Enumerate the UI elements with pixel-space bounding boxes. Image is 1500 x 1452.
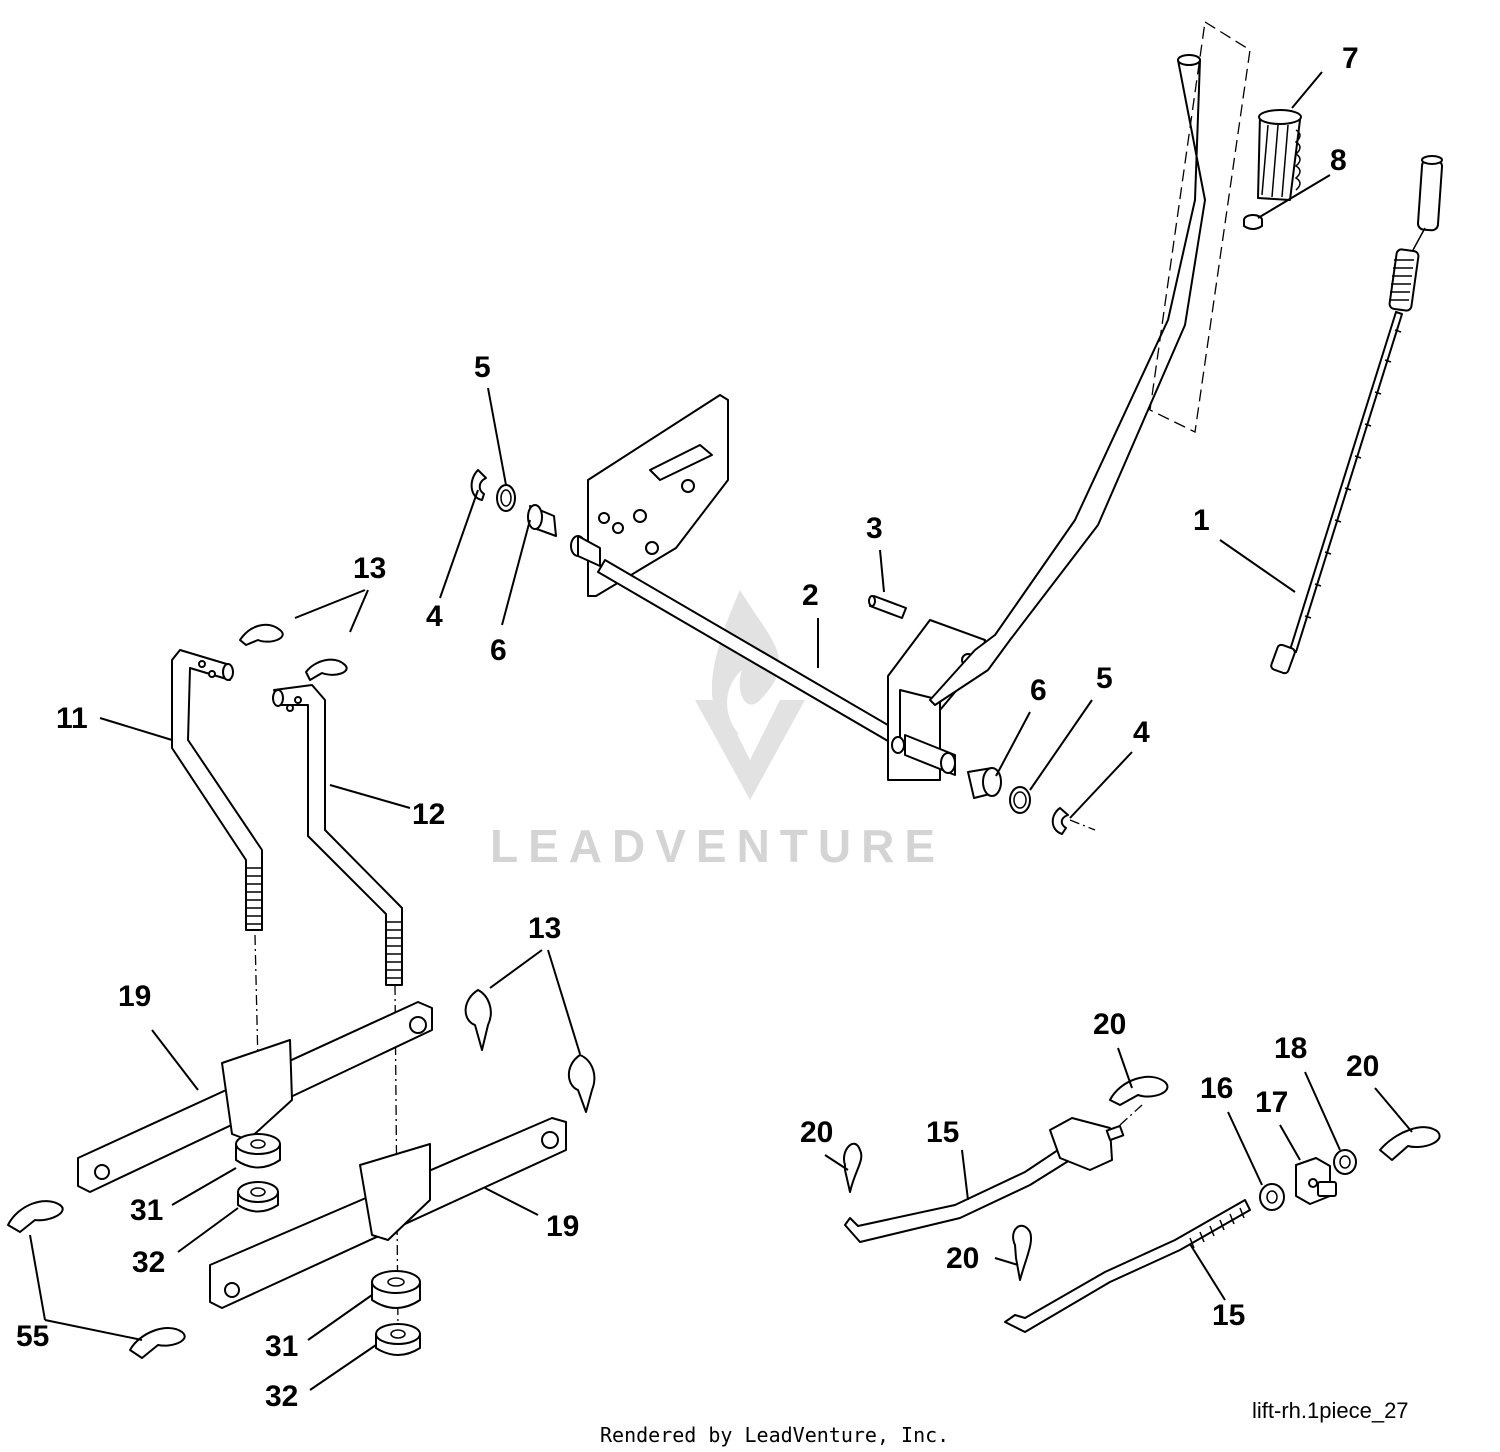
callout-13-lower: 13 — [528, 912, 561, 945]
callout-13-upper: 13 — [353, 552, 386, 585]
right-hardware-group — [967, 767, 1096, 835]
callout-4-right: 4 — [1133, 716, 1150, 749]
leader-lines — [29, 71, 1413, 1391]
part-1-lift-rod — [1270, 155, 1444, 675]
part-55-hair-pins — [7, 1200, 186, 1359]
part-7-handle-grip — [1257, 109, 1302, 201]
callout-7: 7 — [1342, 42, 1359, 75]
callout-31-lower: 31 — [265, 1330, 298, 1363]
callout-18: 18 — [1274, 1032, 1307, 1065]
part-8-grip-nut — [1243, 214, 1263, 230]
part-12-lift-link — [272, 684, 403, 986]
part-19-lift-arm-upper — [77, 1001, 433, 1193]
callout-1: 1 — [1193, 504, 1210, 537]
part-11-lift-link — [171, 649, 263, 931]
part-2-lift-shaft-assembly — [570, 394, 986, 781]
callout-15-upper: 15 — [926, 1116, 959, 1149]
mounting-plate — [587, 394, 729, 597]
part-32-nut-lower — [375, 1323, 421, 1356]
watermark-text: LEADVENTURE — [490, 820, 945, 872]
part-13-hair-pins-lower — [464, 989, 596, 1113]
callout-20-top: 20 — [1093, 1008, 1126, 1041]
callout-3: 3 — [866, 512, 883, 545]
shaft-tube — [597, 559, 906, 749]
callout-2: 2 — [802, 579, 819, 612]
callout-8: 8 — [1330, 144, 1347, 177]
watermark-flame-logo — [711, 590, 780, 735]
callout-31-upper: 31 — [130, 1194, 163, 1227]
part-15-rod-upper — [844, 1104, 1143, 1243]
part-16-washer — [1259, 1183, 1285, 1211]
lift-handle-lever — [929, 54, 1206, 706]
part-13-hair-pins-upper — [239, 623, 348, 681]
callout-19-lower: 19 — [546, 1210, 579, 1243]
callout-12: 12 — [412, 798, 445, 831]
part-18-nut — [1333, 1149, 1357, 1175]
callout-16: 16 — [1200, 1072, 1233, 1105]
part-31-bushing-lower — [371, 1270, 421, 1309]
callout-6-right: 6 — [1030, 674, 1047, 707]
callout-32-lower: 32 — [265, 1380, 298, 1413]
part-5-washer-right — [1009, 786, 1031, 814]
callout-32-upper: 32 — [132, 1246, 165, 1279]
part-31-bushing-upper — [235, 1133, 281, 1169]
part-5-washer-left — [496, 484, 516, 512]
callout-11: 11 — [56, 702, 88, 735]
part-19-lift-arm-lower — [209, 1117, 567, 1309]
callout-55: 55 — [16, 1320, 49, 1353]
grip-dashed-outline — [1149, 20, 1251, 433]
callout-19-upper: 19 — [118, 980, 151, 1013]
callout-5-left: 5 — [474, 351, 491, 384]
assembly-line-11 — [254, 934, 261, 1151]
leadventure-watermark: LEADVENTURE — [490, 590, 945, 872]
part-20-hair-pins — [843, 1075, 1441, 1281]
callout-labels: 1 2 3 4 4 5 5 6 6 7 8 11 12 13 13 15 15 … — [16, 42, 1379, 1413]
part-4-e-clip-right — [1051, 807, 1069, 835]
callout-15-lower: 15 — [1212, 1299, 1245, 1332]
part-15-rod-lower — [1004, 1199, 1251, 1333]
callout-20-right: 20 — [1346, 1050, 1379, 1083]
callout-20-middle: 20 — [946, 1242, 979, 1275]
credit-line: Rendered by LeadVenture, Inc. — [600, 1423, 949, 1447]
callout-20-left: 20 — [800, 1116, 833, 1149]
drawing-id: lift-rh.1piece_27 — [1252, 1398, 1409, 1423]
callout-5-right: 5 — [1096, 662, 1113, 695]
part-4-e-clip-left — [470, 469, 487, 501]
callout-4-left: 4 — [426, 600, 443, 633]
part-32-nut-upper — [237, 1181, 279, 1213]
watermark-v-logo — [695, 700, 805, 800]
part-17-swivel-block — [1295, 1157, 1337, 1205]
callout-17: 17 — [1255, 1086, 1288, 1119]
part-3-roll-pin — [868, 595, 907, 619]
callout-6-left: 6 — [490, 634, 507, 667]
left-hardware-group — [470, 469, 557, 537]
